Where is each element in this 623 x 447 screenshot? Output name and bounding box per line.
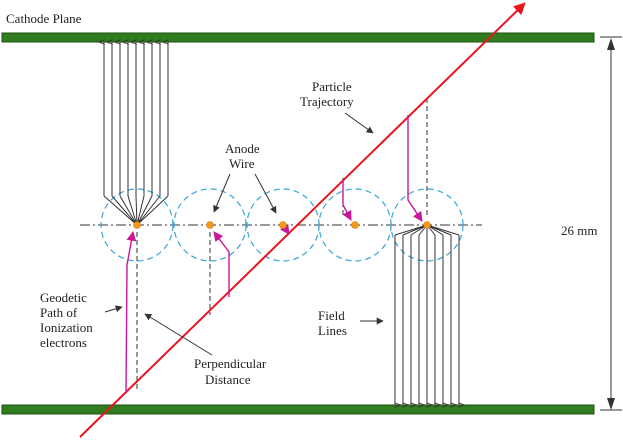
field-lines-top — [104, 42, 168, 226]
anode-wire-4 — [351, 221, 359, 229]
drift-cell-5 — [390, 188, 464, 262]
pointer-anode-left — [213, 173, 231, 213]
particle-trajectory — [79, 2, 526, 438]
geodetic-label-3: Ionization — [40, 320, 93, 335]
pointer-anode-right — [254, 173, 277, 214]
dimension-label: 26 mm — [561, 223, 597, 238]
anode-wire-label-2: Wire — [229, 156, 255, 171]
field-lines-label-1: Field — [318, 308, 345, 323]
geodetic-label-1: Geodetic — [40, 290, 87, 305]
pointer-geodetic — [104, 305, 123, 313]
electron-paths — [125, 115, 423, 394]
cathode-plane-top — [1, 32, 595, 43]
particle-trajectory-label-1: Particle — [312, 79, 352, 94]
drift-cells — [100, 188, 464, 262]
anode-wire-1 — [133, 221, 141, 229]
geodetic-label-4: electrons — [40, 335, 87, 350]
anode-wires — [133, 221, 431, 229]
geodetic-label-2: Path of — [40, 305, 78, 320]
pointer-particle — [344, 112, 374, 134]
perpendicular-distance-label-1: Perpendicular — [194, 356, 267, 371]
cathode-plane-label: Cathode Plane — [6, 11, 82, 26]
electron-path-1 — [125, 231, 137, 394]
label-pointers — [104, 112, 384, 356]
perpendicular-distance-label-2: Distance — [205, 372, 251, 387]
particle-trajectory-label-2: Trajectory — [300, 94, 354, 109]
field-lines-bottom — [395, 224, 459, 405]
electron-path-5 — [407, 115, 423, 222]
electron-path-4 — [342, 180, 352, 221]
electron-path-2 — [213, 231, 230, 297]
pointer-perpendicular — [144, 313, 213, 356]
anode-wire-3 — [279, 221, 287, 229]
anode-wire-5 — [423, 221, 431, 229]
field-lines-label-2: Lines — [318, 323, 347, 338]
anode-wire-2 — [206, 221, 214, 229]
dimension-marker — [600, 36, 622, 411]
anode-wire-label-1: Anode — [225, 141, 260, 156]
cathode-plane-bottom — [1, 404, 595, 415]
drift-cell-2 — [173, 188, 247, 262]
drift-cell-1 — [100, 188, 174, 262]
